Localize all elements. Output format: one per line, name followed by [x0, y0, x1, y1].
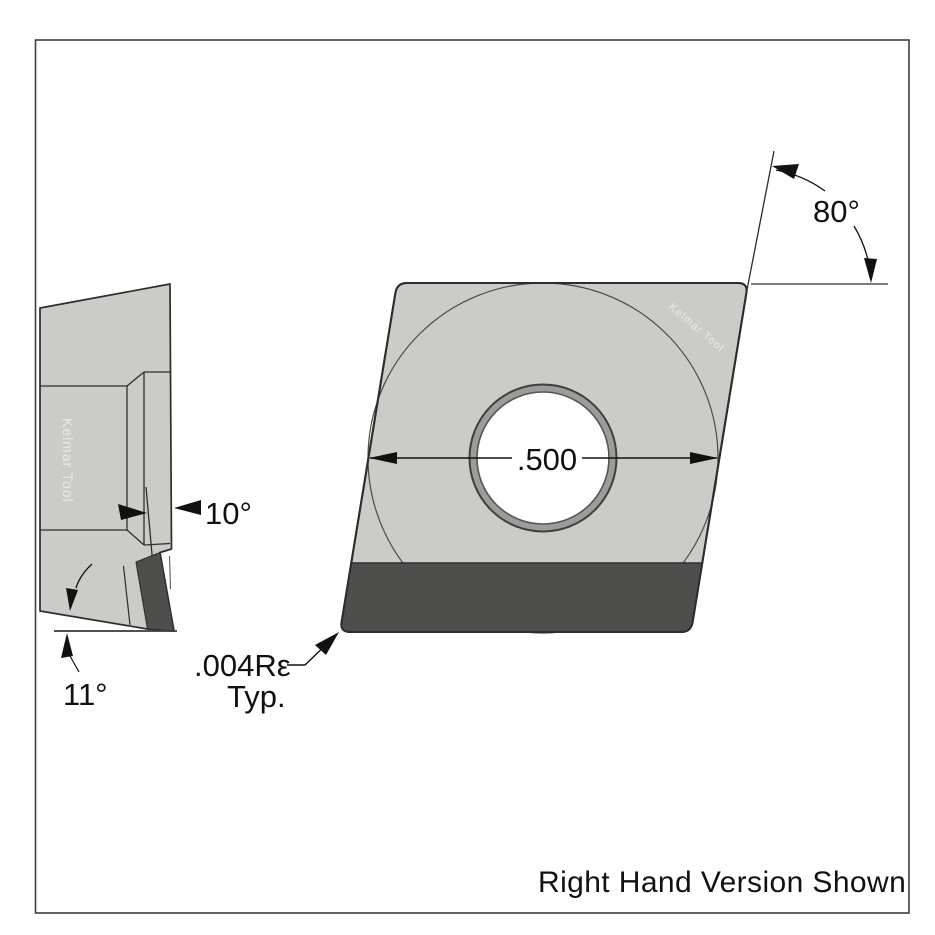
corner-radius-label: .004Rε: [194, 648, 291, 683]
nose-angle-label: 80°: [813, 194, 860, 229]
arrowhead-right-icon: [118, 504, 147, 520]
side-view-strip-line: [122, 565, 131, 626]
side-view-hidden-edge: [168, 555, 172, 590]
leader-line: [69, 655, 80, 673]
front-view: Kelmar Tool .500 80°: [194, 150, 888, 714]
arrowhead-right-icon: [690, 452, 718, 464]
extension-line-slanted: [745, 150, 775, 296]
carbide-band: [340, 562, 704, 633]
hole-dimension: .500: [369, 442, 718, 477]
arrowhead-lower-icon: [864, 258, 877, 283]
side-view-hub-lines: [40, 371, 171, 561]
side-view: Kelmar Tool 10° 11°: [39, 283, 252, 712]
relief-angle-11-dimension: 11°: [54, 563, 177, 712]
arrowhead-left-icon: [174, 500, 201, 515]
arrowhead-up-icon: [61, 633, 73, 658]
hole-dimension-label: .500: [517, 442, 577, 477]
corner-radius-typ-label: Typ.: [227, 679, 286, 714]
relief-angle-10-dimension: 10°: [118, 496, 252, 531]
curved-leader-line: [75, 563, 93, 589]
relief-angle-11-label: 11°: [63, 677, 108, 712]
arrowhead-down-icon: [66, 588, 78, 611]
footer-note: Right Hand Version Shown: [538, 866, 906, 899]
relief-angle-10-label: 10°: [205, 496, 252, 531]
side-view-watermark: Kelmar Tool: [60, 418, 76, 503]
arrowhead-upper-icon: [772, 164, 799, 179]
arrowhead-left-icon: [369, 452, 397, 464]
corner-radius-callout: .004Rε Typ.: [194, 632, 339, 714]
insert-outline: [340, 282, 748, 633]
nose-angle-dimension: 80°: [745, 150, 888, 296]
sheet-border: [34, 39, 910, 914]
arrowhead-icon: [315, 632, 339, 655]
relief-angle-line: [145, 486, 154, 561]
dimension-arc-upper: [775, 169, 826, 192]
